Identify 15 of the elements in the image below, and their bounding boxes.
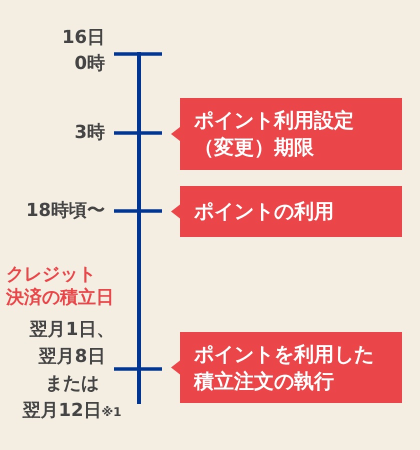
time-label: 16日: [62, 27, 105, 49]
callout-text: ポイント利用設定（変更）期限: [194, 107, 355, 161]
event-label: 決済の積立日: [6, 287, 114, 309]
callout-box: [171, 332, 402, 403]
callout-text: ポイントを利用した積立注文の執行: [194, 340, 375, 394]
event-label: クレジット: [6, 264, 96, 286]
callout-text: ポイントの利用: [194, 198, 334, 225]
time-label: 0時: [74, 53, 105, 75]
time-label: 3時: [74, 122, 105, 144]
date-label: または: [45, 373, 99, 395]
callout-box: [171, 98, 402, 170]
time-label: 18時頃〜: [26, 200, 105, 222]
date-label: 翌月1日、: [30, 319, 114, 341]
callout-box: [171, 186, 402, 237]
date-label: 翌月8日: [38, 346, 106, 368]
